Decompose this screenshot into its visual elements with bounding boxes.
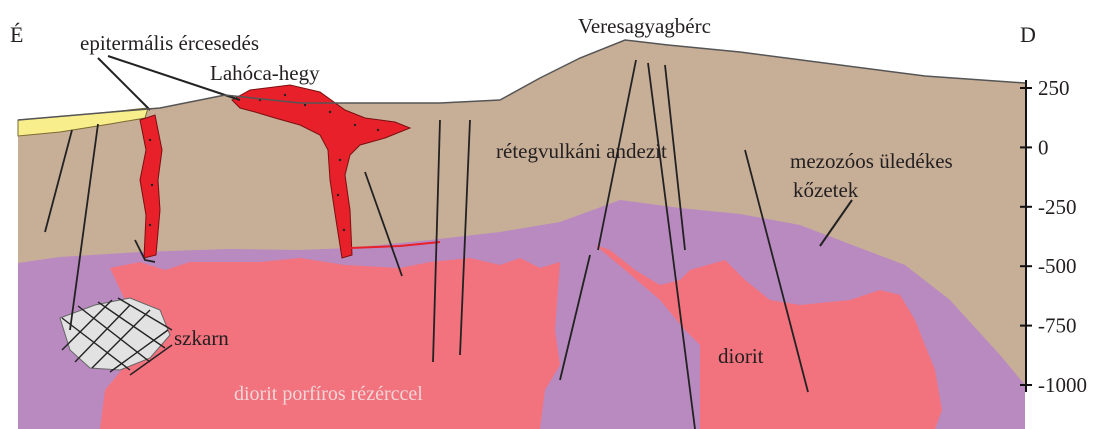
depth-tick-label: 250 <box>1038 76 1070 100</box>
veresagyagberc-label: Veresagyagbérc <box>578 14 711 38</box>
north-label: É <box>10 22 23 47</box>
mesozoic-label-line1: mezozóos üledékes <box>790 149 953 173</box>
depth-axis: 250 0 -250 -500 -750 -1000 <box>1020 76 1087 397</box>
depth-tick-label: 0 <box>1038 135 1049 159</box>
depth-tick-label: -250 <box>1038 195 1077 219</box>
depth-tick-label: -500 <box>1038 254 1077 278</box>
lahoca-label: Lahóca-hegy <box>210 61 320 85</box>
depth-tick-label: -1000 <box>1038 373 1087 397</box>
andesite-label: rétegvulkáni andezit <box>496 139 667 163</box>
skarn-label: szkarn <box>174 326 229 350</box>
mesozoic-label-line2: kőzetek <box>793 178 859 202</box>
diorite-label: diorit <box>718 344 764 368</box>
epithermal-label: epitermális ércesedés <box>80 31 259 55</box>
porphyry-label: diorit porfíros rézérccel <box>234 383 423 405</box>
south-label: D <box>1020 22 1036 47</box>
depth-tick-label: -750 <box>1038 314 1077 338</box>
